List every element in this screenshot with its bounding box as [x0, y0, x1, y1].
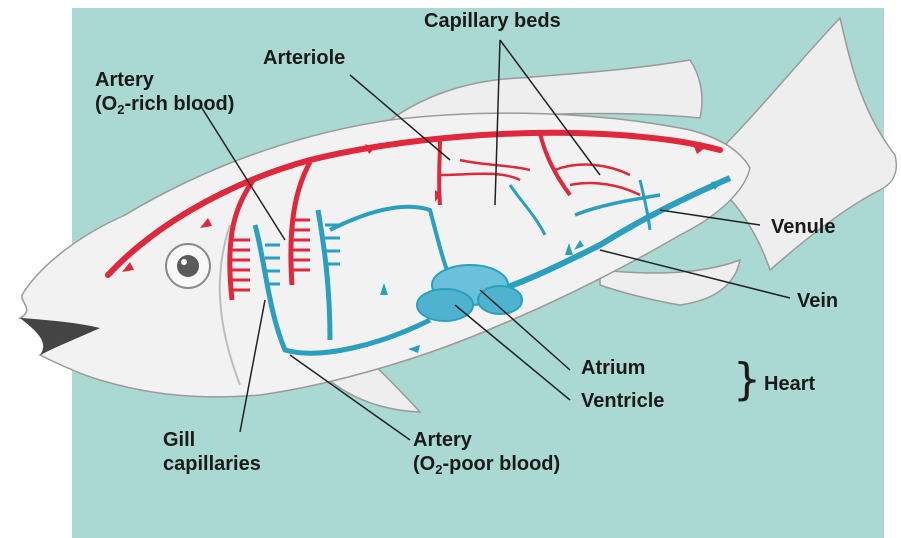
label-gill-capillaries: Gill capillaries — [163, 428, 261, 476]
label-ventricle: Ventricle — [581, 389, 664, 413]
label-artery-poor-line2: (O2-poor blood) — [413, 452, 560, 476]
ventricle-shape — [417, 289, 473, 321]
label-artery-poor-line1: Artery — [413, 428, 560, 452]
heart-brace: } — [733, 358, 761, 402]
label-artery-oxygen-rich: Artery (O2-rich blood) — [95, 68, 234, 116]
label-venule: Venule — [771, 215, 835, 239]
label-arteriole: Arteriole — [263, 46, 345, 70]
label-atrium: Atrium — [581, 356, 645, 380]
label-artery-rich-line1: Artery — [95, 68, 234, 92]
fish-eye-glint — [181, 259, 187, 265]
label-artery-rich-line2: (O2-rich blood) — [95, 92, 234, 116]
label-gill-line1: Gill — [163, 428, 261, 452]
label-capillary-beds: Capillary beds — [424, 9, 561, 33]
label-gill-line2: capillaries — [163, 452, 261, 476]
fish-eye-pupil — [177, 255, 199, 277]
label-heart: Heart — [764, 372, 815, 396]
heart-bulb — [478, 286, 522, 314]
label-artery-oxygen-poor: Artery (O2-poor blood) — [413, 428, 560, 476]
label-vein: Vein — [797, 289, 838, 313]
